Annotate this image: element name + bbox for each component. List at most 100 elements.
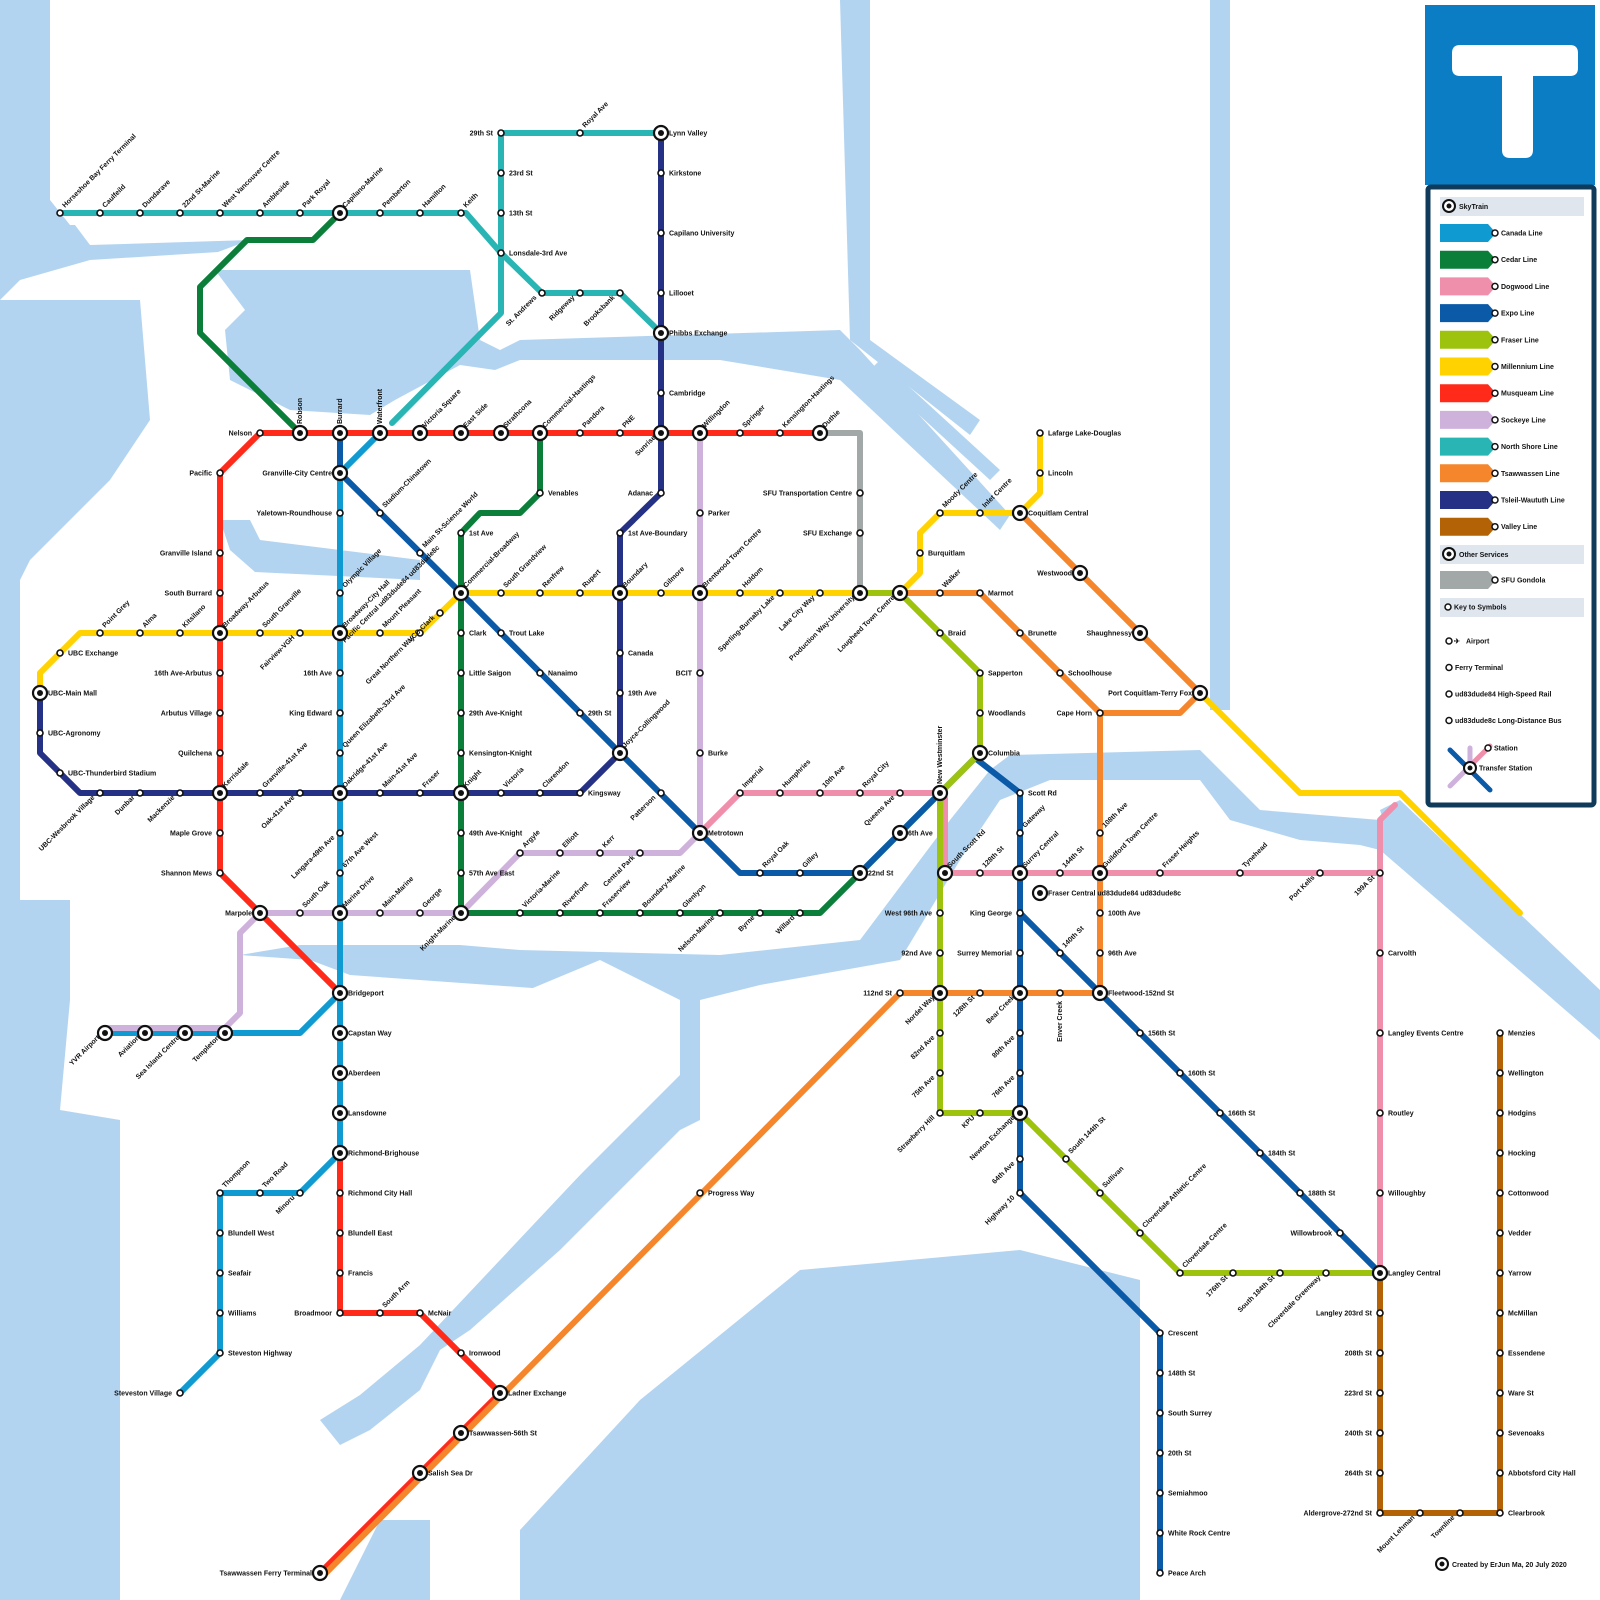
station[interactable]: 140th St xyxy=(1057,925,1086,956)
station[interactable]: Nelson-Marine xyxy=(677,910,723,954)
station[interactable]: Strawberry Hill xyxy=(897,1110,943,1154)
station[interactable]: Main-41st Ave xyxy=(377,751,419,796)
station[interactable]: Willoughby xyxy=(1377,1190,1426,1198)
station[interactable]: Burquitlam xyxy=(917,550,965,558)
station[interactable]: Cloverdale Greenway xyxy=(1267,1270,1329,1330)
station[interactable]: Queen Elizabeth-33rd Ave xyxy=(337,684,407,756)
station[interactable]: UBC-Agronomy xyxy=(37,730,101,738)
station[interactable]: UBC-Thunderbird Stadium xyxy=(57,770,156,778)
station[interactable]: Langley Central xyxy=(1373,1266,1441,1280)
station[interactable]: South Burrard xyxy=(165,590,223,598)
station[interactable]: Langara-49th Ave xyxy=(290,830,343,881)
station[interactable]: Fleetwood-152nd St xyxy=(1093,986,1175,1000)
station[interactable]: Wellington xyxy=(1497,1070,1544,1078)
station[interactable]: Bridgeport xyxy=(333,986,384,1000)
station[interactable]: 22nd St xyxy=(853,866,894,880)
station[interactable]: Semiahmoo xyxy=(1157,1490,1208,1498)
station[interactable]: Shaughnessy xyxy=(1086,626,1147,640)
station[interactable]: Venables xyxy=(537,490,578,498)
station[interactable]: Shannon Mews xyxy=(161,870,223,878)
station[interactable]: Commercial-Broadway xyxy=(454,531,521,600)
station[interactable]: South 184th St xyxy=(1237,1270,1283,1314)
station[interactable]: Granville Island xyxy=(160,550,223,558)
station[interactable]: Woodlands xyxy=(977,710,1026,718)
station[interactable]: Fraser Heights xyxy=(1157,830,1201,876)
station[interactable]: 6th Ave xyxy=(893,826,933,840)
station[interactable]: Cloverdale Centre xyxy=(1177,1222,1229,1276)
station[interactable]: Ladner Exchange xyxy=(493,1386,566,1400)
station[interactable]: Sperling-Burnaby Lake xyxy=(717,590,783,654)
station[interactable]: Patterson xyxy=(630,790,664,822)
station[interactable]: Granville-41st Ave xyxy=(257,742,309,796)
station[interactable]: SFU Exchange xyxy=(803,530,863,538)
station[interactable]: Westwood xyxy=(1037,566,1087,580)
station[interactable]: Fairview-VGH xyxy=(259,630,303,672)
station[interactable]: Surrey Memorial xyxy=(957,950,1023,958)
station[interactable]: Burke xyxy=(697,750,728,758)
station[interactable]: Production Way-University xyxy=(788,586,867,662)
station[interactable]: Stadium-Chinatown xyxy=(377,458,433,516)
station[interactable]: Cottonwood xyxy=(1497,1190,1549,1198)
station[interactable]: 67th Ave West xyxy=(337,831,380,876)
station[interactable]: Lake City Way xyxy=(778,590,823,633)
station[interactable]: West 96th Ave xyxy=(885,910,943,918)
station[interactable]: Marpole xyxy=(225,906,267,920)
station[interactable]: Sapperton xyxy=(977,670,1023,678)
station[interactable]: Tsawwassen-56th St xyxy=(454,1426,538,1440)
station[interactable]: Granville-City Centre xyxy=(262,466,347,480)
station[interactable]: Clark xyxy=(458,630,487,638)
station[interactable]: Cloverdale Athletic Centre xyxy=(1137,1163,1208,1236)
station[interactable]: Sullivan xyxy=(1097,1165,1125,1196)
station[interactable]: McMillan xyxy=(1497,1310,1538,1318)
station[interactable]: South Granville xyxy=(257,588,303,636)
station[interactable]: Capilano University xyxy=(658,230,734,238)
station[interactable]: 16th Ave-Arbutus xyxy=(154,670,223,678)
station[interactable]: Quilchena xyxy=(178,750,223,758)
station[interactable]: 1st Ave-Boundary xyxy=(617,530,687,538)
station[interactable]: Main-Marine xyxy=(377,876,415,916)
station[interactable]: Lonsdale-3rd Ave xyxy=(498,250,567,258)
station[interactable]: Victoria-Marine xyxy=(517,869,562,916)
station[interactable]: UBC-Wesbrook Village xyxy=(38,790,103,853)
station[interactable]: Richmond City Hall xyxy=(337,1190,412,1198)
station[interactable]: Boundary-Marine xyxy=(637,864,687,916)
station[interactable]: Brentwood Town Centre xyxy=(693,528,763,600)
station[interactable]: Cambridge xyxy=(658,390,706,398)
station[interactable]: Langley 203rd St xyxy=(1316,1310,1383,1318)
station[interactable]: Crescent xyxy=(1157,1330,1199,1338)
station[interactable]: Yaletown-Roundhouse xyxy=(257,510,343,518)
station[interactable]: 100th Ave xyxy=(1097,910,1141,918)
station[interactable]: Guildford Town Centre xyxy=(1093,811,1160,880)
station[interactable]: New Westminster xyxy=(933,726,947,800)
station[interactable]: Lafarge Lake-Douglas xyxy=(1037,430,1121,438)
station[interactable]: Fraser Central ud83dude84 ud83dude8c xyxy=(1033,886,1181,900)
station[interactable]: Kensington-Knight xyxy=(458,750,533,758)
station[interactable]: VCC-Clark xyxy=(407,610,443,644)
station[interactable]: Metrotown xyxy=(693,826,743,840)
station[interactable]: 29th Ave-Knight xyxy=(458,710,523,718)
station[interactable]: White Rock Centre xyxy=(1157,1530,1230,1538)
station[interactable]: Enver Creek xyxy=(1057,990,1064,1042)
station[interactable]: Braid xyxy=(937,630,966,638)
station[interactable]: Lougheed Town Centre xyxy=(837,586,907,654)
station[interactable]: Arbutus Village xyxy=(161,710,223,718)
station[interactable]: South Grandview xyxy=(498,543,549,596)
station[interactable]: Coquitlam Central xyxy=(1013,506,1088,520)
station[interactable]: 92nd Ave xyxy=(901,950,943,958)
station[interactable]: Langley Events Centre xyxy=(1377,1030,1464,1038)
station[interactable]: UBC Exchange xyxy=(57,650,118,658)
station[interactable]: South Surrey xyxy=(1157,1410,1212,1418)
station[interactable]: Capstan Way xyxy=(333,1026,392,1040)
station[interactable]: Oak-41st Ave xyxy=(260,790,303,830)
station[interactable]: Steveston Highway xyxy=(217,1350,292,1358)
station[interactable]: Peace Arch xyxy=(1157,1570,1206,1578)
station[interactable]: King George xyxy=(970,910,1023,918)
station[interactable]: South 144th St xyxy=(1063,1115,1108,1162)
station[interactable]: UBC-Main Mall xyxy=(33,686,97,700)
station[interactable]: Aldergrove-272nd St xyxy=(1304,1510,1383,1518)
station[interactable]: 49th Ave-Knight xyxy=(458,830,523,838)
station[interactable]: SFU Transportation Centre xyxy=(763,490,863,498)
station[interactable]: BCIT xyxy=(676,670,703,678)
station[interactable]: King Edward xyxy=(289,710,343,718)
station[interactable]: Maple Grove xyxy=(170,830,223,838)
